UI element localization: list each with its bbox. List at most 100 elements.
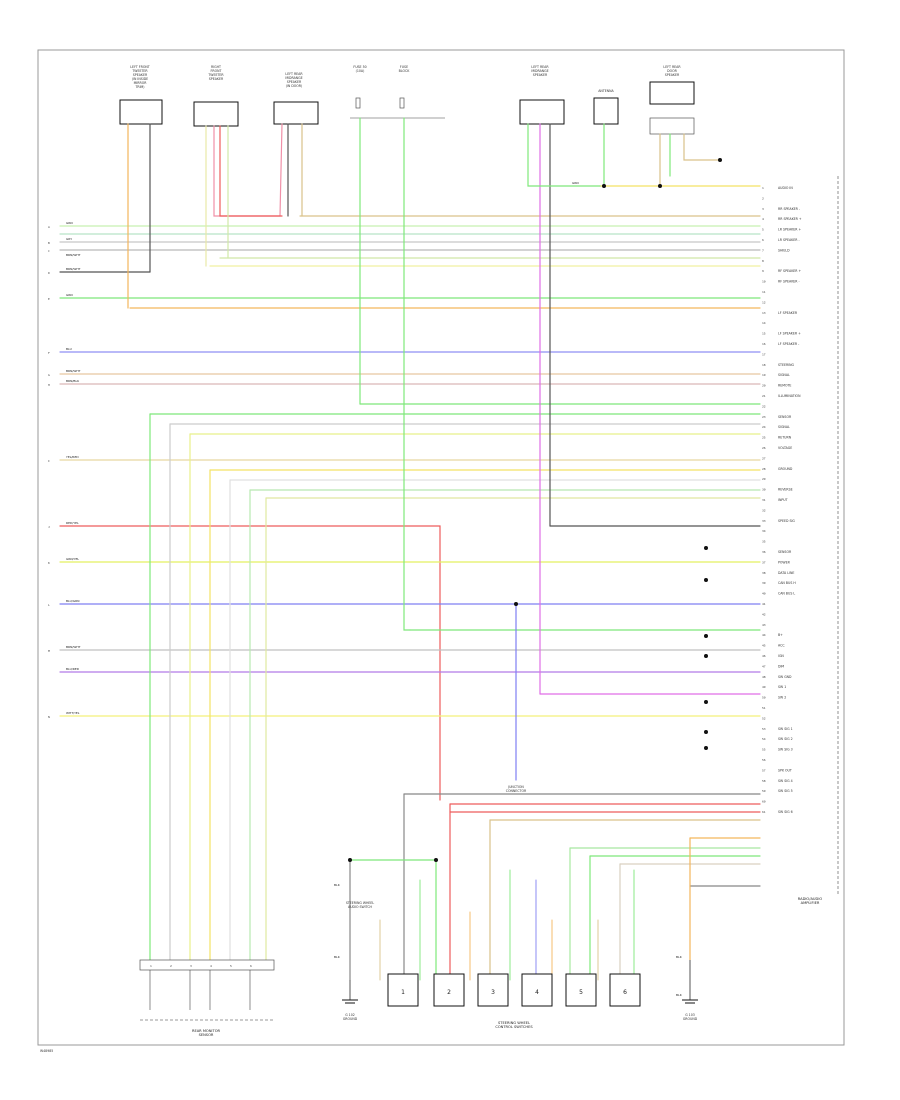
radio-pin-number: 27 (762, 456, 766, 460)
radio-pin-number: 59 (762, 789, 766, 793)
wire-tag-17: BLK (334, 883, 341, 887)
splice-dot (704, 546, 708, 550)
switch-3-label: 3 (491, 989, 495, 996)
radio-pin-number: 42 (762, 612, 766, 616)
wire-tag-10: RED/YEL (66, 521, 79, 525)
splice-dot (514, 602, 518, 606)
radio-terminal-label: AUDIO IN (778, 186, 793, 190)
radio-terminal-label: LF SPEAKER - (778, 342, 799, 346)
radio-terminal-label: SW GND (778, 675, 792, 679)
left-pin-j: J (48, 525, 50, 529)
radio-pin-number: 31 (762, 498, 766, 502)
left-pin-f: F (48, 351, 50, 355)
splice-dot (348, 858, 352, 862)
lf-tweeter-box (119, 99, 163, 125)
radio-pin-number: 6 (762, 238, 764, 242)
radio-pin-number: 7 (762, 248, 764, 252)
switch-3-box (477, 973, 509, 1007)
wire-tag-16: GRN (572, 181, 579, 185)
radio-terminal-label: GROUND (778, 467, 793, 471)
radio-terminal-label: LF SPEAKER + (778, 332, 801, 336)
switch-2-label: 2 (447, 989, 451, 996)
left-pin-h: H (48, 383, 50, 387)
radio-pin-number: 39 (762, 581, 766, 585)
radio-pin-number: 13 (762, 311, 766, 315)
radio-terminal-label: LR SPEAKER + (778, 228, 801, 232)
radio-terminal-label: POWER (778, 560, 791, 564)
rr-speaker-box (649, 81, 695, 105)
radio-pin-number: 38 (762, 571, 766, 575)
sensor-pin-1: 1 (150, 964, 152, 968)
left-pin-e: E (48, 297, 50, 301)
radio-terminal-label: SENSOR (778, 415, 792, 419)
radio-pin-number: 24 (762, 425, 766, 429)
wire-red-1 (59, 525, 441, 801)
sensor-connector (139, 959, 275, 971)
radio-pin-number: 28 (762, 467, 766, 471)
radio-terminal-label: SW 2 (778, 696, 786, 700)
vwire-rr-3 (683, 133, 721, 161)
radio-pin-number: 41 (762, 602, 766, 606)
radio-terminal-label: SHIELD (778, 248, 790, 252)
radio-terminal-label: DATA LINE (778, 571, 794, 575)
wire-tag-6: BLU (66, 347, 72, 351)
radio-pin-number: 50 (762, 696, 766, 700)
wire-tag-18: BLK (334, 955, 341, 959)
radio-pin-number: 34 (762, 529, 766, 533)
radio-pin-number: 21 (762, 394, 766, 398)
radio-pin-number: 44 (762, 633, 766, 637)
vertical-wires (127, 117, 721, 981)
radio-terminal-label: STEERING (778, 363, 795, 367)
left-pin-m: M (48, 649, 50, 653)
radio-terminal-label: INPUT (778, 498, 788, 502)
radio-terminal-label: SENSOR (778, 550, 792, 554)
radio-pin-number: 49 (762, 685, 766, 689)
radio-pin-number: 54 (762, 737, 766, 741)
antenna-label: ANTENNA (598, 89, 614, 93)
radio-pin-number: 17 (762, 352, 766, 356)
splice-dot (704, 578, 708, 582)
radio-pin-number: 40 (762, 592, 766, 596)
sensor-pin-4: 4 (210, 964, 212, 968)
radio-terminal-label: REVERSE (778, 488, 793, 492)
switch-1-label: 1 (401, 989, 405, 996)
wire-tag-12: BLU/GRN (66, 599, 79, 603)
radio-pin-number: 22 (762, 404, 766, 408)
lr-midrange-box (519, 99, 565, 125)
sensor-pin-6: 6 (250, 964, 252, 968)
radio-terminal-label: CAN BUS H (778, 581, 796, 585)
splice-dots (348, 158, 722, 862)
radio-pin-number: 37 (762, 560, 766, 564)
wire-tag-13: BRN/WHT (66, 645, 81, 649)
radio-pin-number: 1 (762, 186, 764, 190)
diagram-frame (37, 49, 845, 1046)
radio-pin-number: 48 (762, 675, 766, 679)
splice-dot (602, 184, 606, 188)
antenna-box (593, 97, 619, 125)
radio-terminal-label: SW SIG 5 (778, 789, 793, 793)
radio-terminal-label: RR SPEAKER + (778, 217, 802, 221)
radio-pin-number: 25 (762, 436, 766, 440)
radio-pin-number: 8 (762, 259, 764, 263)
radio-terminal-label: SW SIG 6 (778, 810, 793, 814)
wire-tag-20: BLK (676, 993, 683, 997)
radio-terminal-label: LR SPEAKER - (778, 238, 800, 242)
radio-pin-number: 26 (762, 446, 766, 450)
wire-tag-9: YEL/RED (66, 455, 79, 459)
radio-terminal-label: VOLTAGE (778, 446, 792, 450)
left-pin-a: A (48, 225, 50, 229)
switch-4-label: 4 (535, 989, 539, 996)
splice-dot (704, 746, 708, 750)
